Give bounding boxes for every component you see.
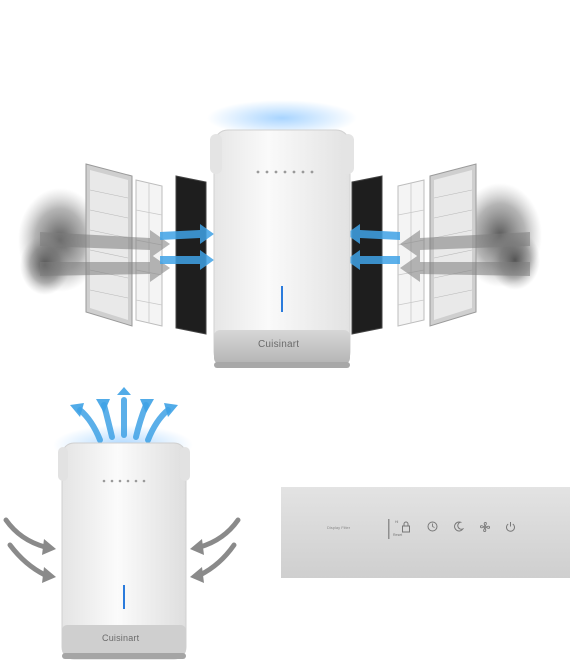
airflow-illustration [3,387,241,660]
carbon-filter-right [351,175,383,335]
fan-icon[interactable] [479,521,491,533]
status-indicator-top [281,286,283,312]
control-panel: Display Filter Hi Reset [281,487,570,578]
carbon-filter-left [175,175,207,335]
filter-bar-icon [388,519,390,539]
timer-icon[interactable] [427,521,438,532]
brand-wordmark-top: Cuisinart [258,339,300,350]
power-icon[interactable] [505,521,516,532]
lock-icon[interactable] [401,521,411,533]
panel-hi-label: Hi [395,520,399,524]
hepa-filter-right [397,179,425,327]
panel-reset-label: Reset [393,533,403,537]
hepa-filter-left [135,179,163,327]
purifier-unit-top [210,129,354,368]
moon-icon[interactable] [453,521,464,532]
status-indicator-bottom [123,585,125,609]
exploded-filter-illustration [18,100,542,368]
panel-display-label: Display Filter [327,525,351,530]
intake-arrows [3,517,241,578]
brand-wordmark-bottom: Cuisinart [102,633,140,643]
